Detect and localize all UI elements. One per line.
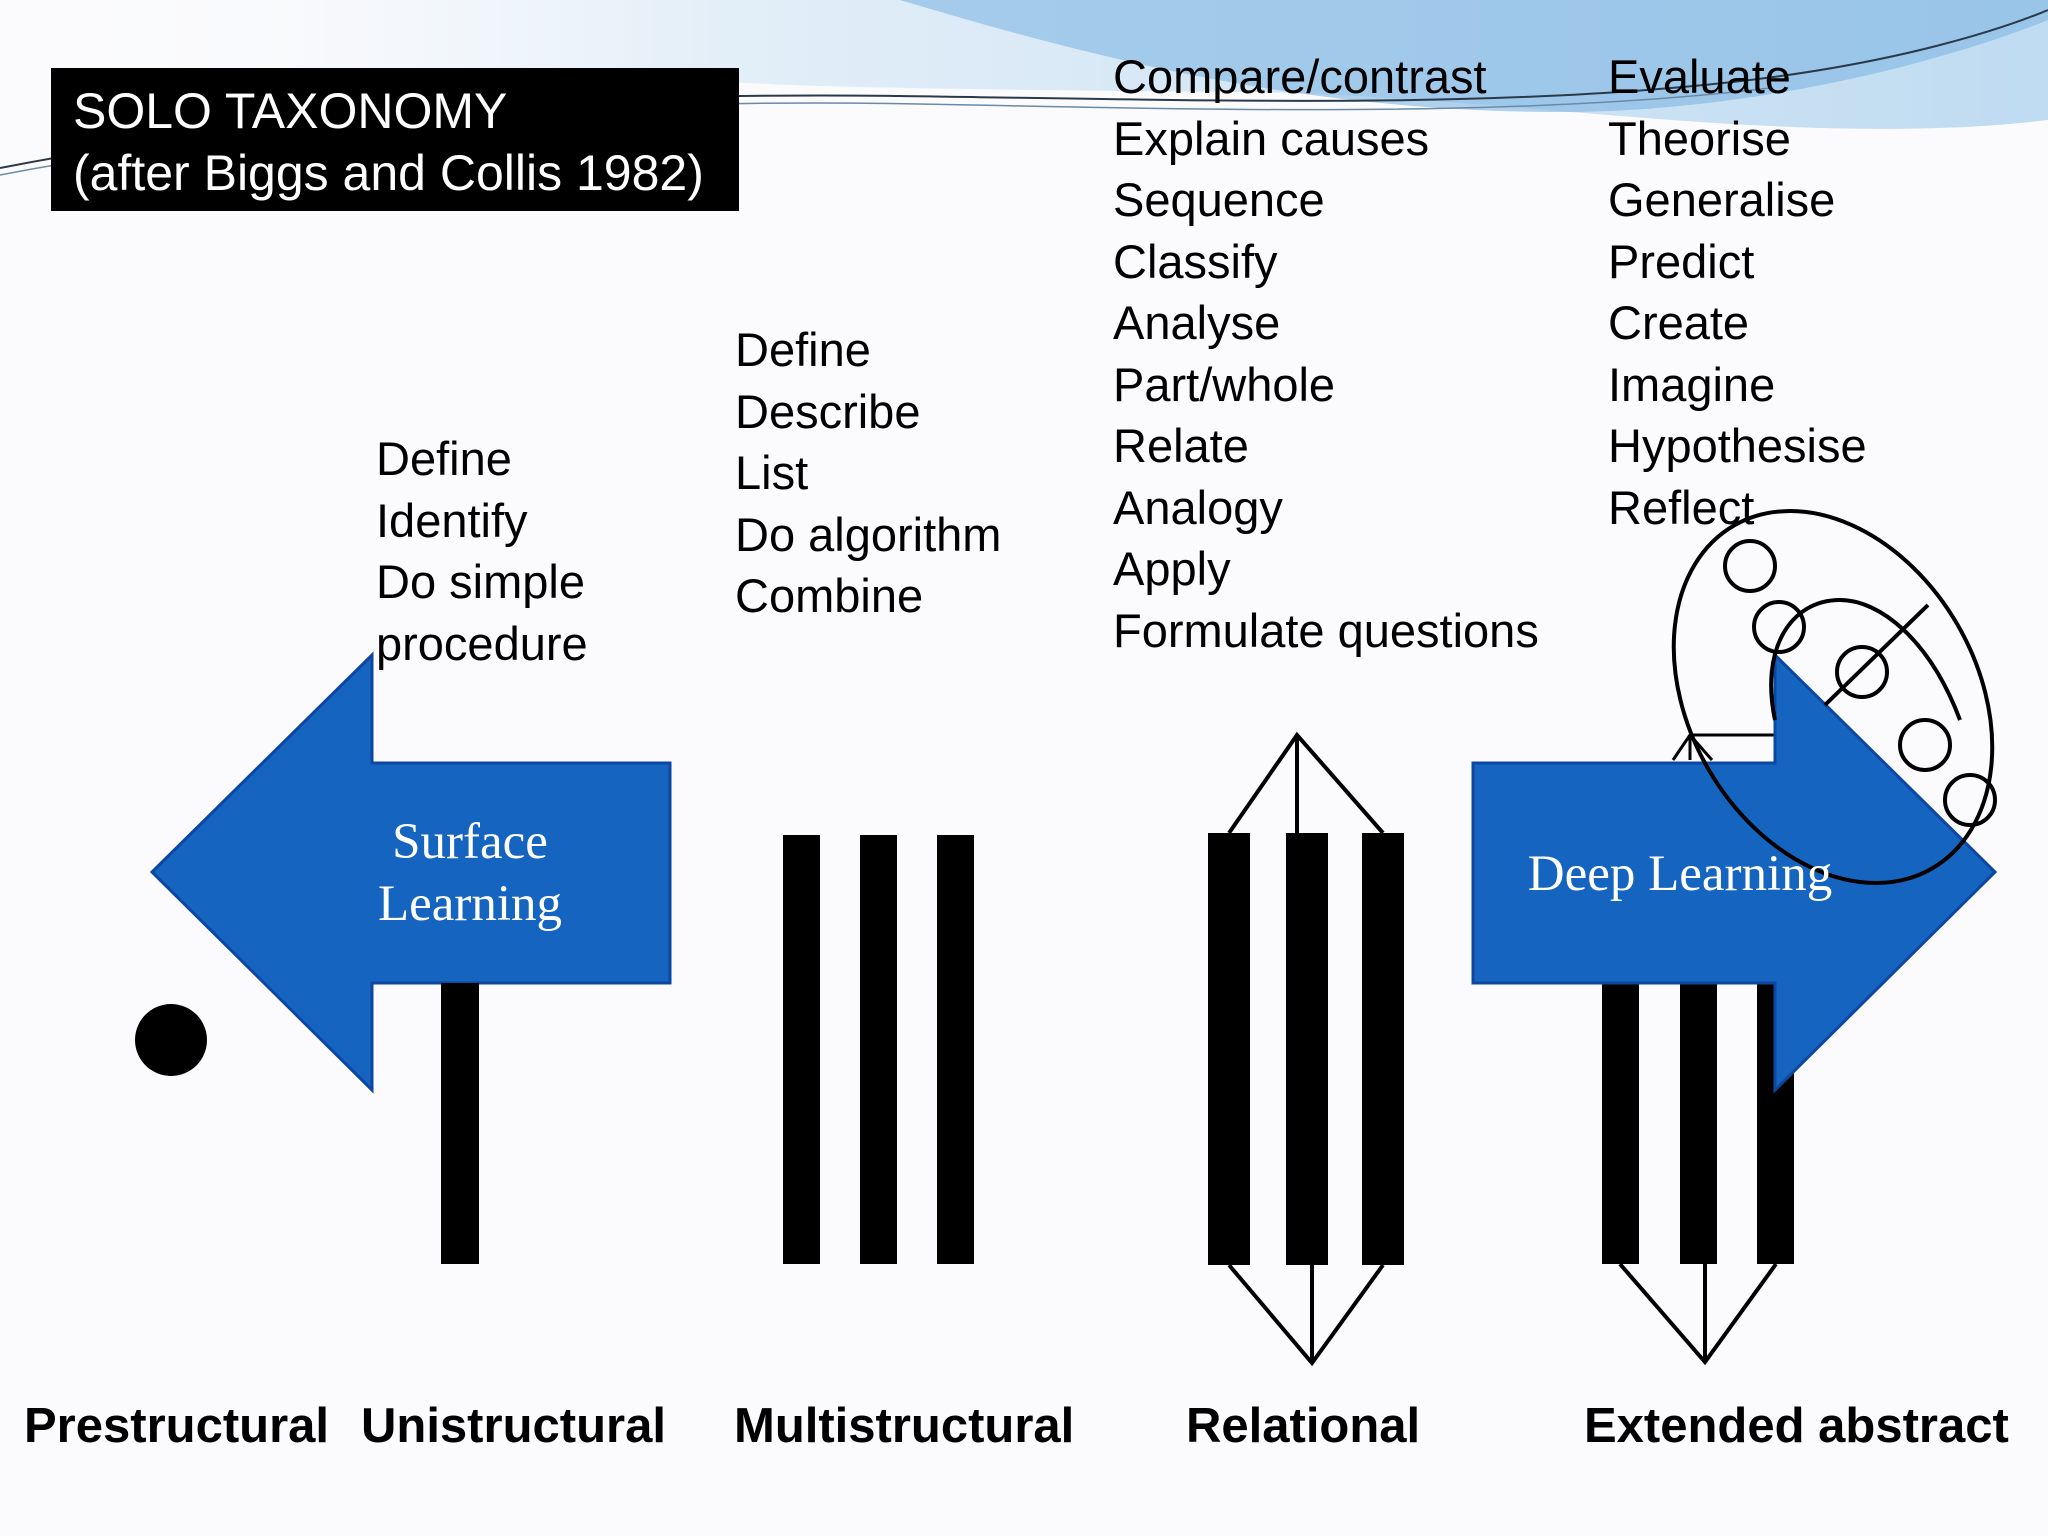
list-item: procedure [376,616,588,670]
list-item: Predict [1608,234,1755,288]
title-line-2: (after Biggs and Collis 1982) [73,145,704,201]
list-item: Apply [1113,542,1231,595]
relational-structure [1208,731,1404,1367]
prestructural-dot [135,1004,207,1076]
level-label-multistructural: Multistructural [734,1399,1075,1453]
surface-learning-line-2: Learning [377,876,563,932]
level-label-prestructural: Prestructural [24,1399,330,1453]
deep-learning-arrow [1471,651,1998,1094]
surface-learning-line-1: Surface [392,814,548,870]
level-label-unistructural: Unistructural [361,1399,666,1453]
list-item: Do algorithm [735,507,1002,561]
list-item: Relate [1113,419,1249,472]
unistructural-bar [441,983,479,1264]
list-item: Generalise [1608,173,1836,226]
list-item: Formulate questions [1113,603,1539,657]
list-item: Reflect [1608,480,1755,534]
deep-learning-text: Deep Learning [1527,846,1833,902]
list-item: Analogy [1113,480,1283,534]
list-item: Evaluate [1608,50,1791,103]
level-label-relational: Relational [1186,1399,1421,1453]
surface-learning-arrow [149,651,672,1094]
title-box: SOLO TAXONOMY (after Biggs and Collis 19… [51,68,739,211]
list-item: Hypothesise [1608,419,1867,472]
relational-verbs: Compare/contrast Explain causes Sequence… [1113,46,1539,661]
list-item: Analyse [1113,296,1281,349]
level-label-extended-abstract: Extended abstract [1584,1399,2009,1453]
list-item: Define [735,323,871,376]
deep-learning-label: Deep Learning [1480,843,1880,905]
list-item: Do simple [376,555,585,608]
list-item: List [735,446,809,499]
unistructural-verbs: Define Identify Do simple procedure [376,428,588,674]
list-item: Explain causes [1113,111,1430,165]
list-item: Imagine [1608,357,1776,411]
list-item: Create [1608,296,1750,349]
list-item: Classify [1113,234,1278,288]
list-item: Theorise [1608,111,1791,165]
list-item: Identify [376,493,528,547]
multistructural-verbs: Define Describe List Do algorithm Combin… [735,319,1001,627]
list-item: Sequence [1113,173,1325,226]
title-line-1: SOLO TAXONOMY [73,83,508,139]
extended-abstract-ellipse [1671,509,1997,885]
list-item: Part/whole [1113,357,1336,411]
list-item: Describe [735,384,921,438]
extended-abstract-verbs: Evaluate Theorise Generalise Predict Cre… [1608,46,1867,538]
list-item: Combine [735,569,924,622]
list-item: Compare/contrast [1113,50,1487,103]
list-item: Define [376,432,512,485]
multistructural-bars [783,835,974,1264]
surface-learning-label: Surface Learning [330,811,610,935]
